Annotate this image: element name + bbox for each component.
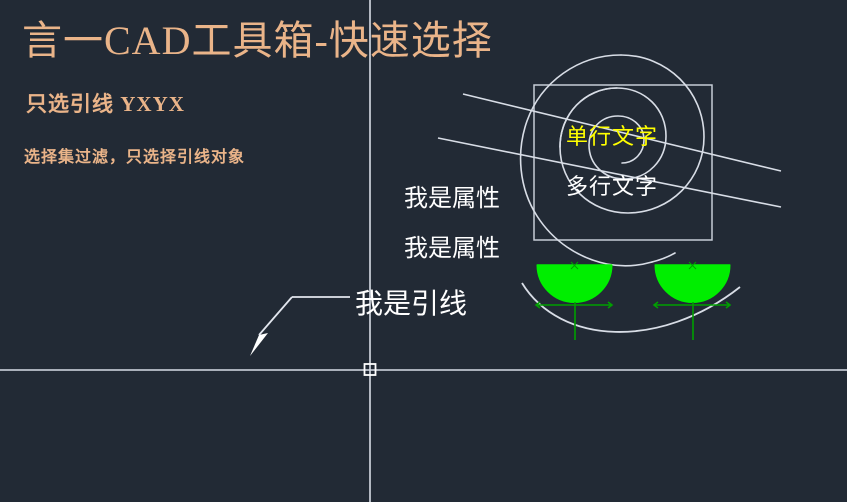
grip-markers-2	[688, 261, 697, 270]
diagonal-line-2[interactable]	[437, 137, 782, 208]
hatch-shape-2[interactable]	[652, 261, 732, 340]
arc-entity[interactable]	[521, 282, 741, 333]
leader-arrow-icon	[250, 333, 268, 356]
diagonal-line-1[interactable]	[462, 93, 782, 172]
dimension-2[interactable]	[652, 301, 732, 340]
pickbox-icon	[363, 363, 377, 376]
leader-entity[interactable]	[250, 296, 350, 356]
leader-segment	[258, 296, 293, 336]
hatch-shape-1[interactable]	[534, 261, 614, 340]
hatch-fill-2	[654, 264, 731, 303]
rectangle-entity[interactable]	[533, 84, 713, 241]
hatch-fill-1	[536, 264, 613, 303]
spiral-entity[interactable]	[510, 54, 729, 267]
grip-markers-1	[570, 261, 579, 270]
dimension-1[interactable]	[534, 301, 614, 340]
